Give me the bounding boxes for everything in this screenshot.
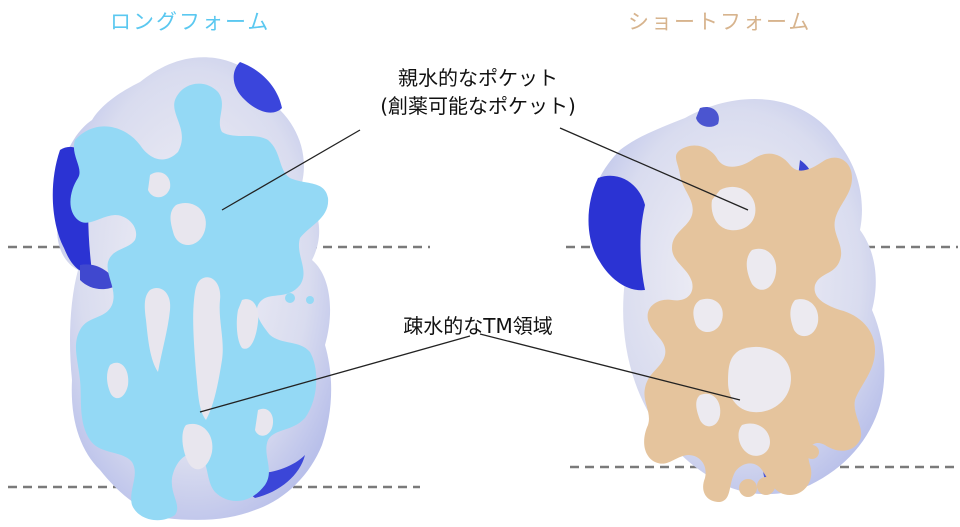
hydrophilic-pocket-line1: 親水的なポケット xyxy=(398,66,558,90)
annotation-pointers xyxy=(199,127,749,413)
pointer-line-tm-long xyxy=(199,335,471,413)
short-form-cavities xyxy=(693,186,819,456)
pointer-line-pocket-short xyxy=(559,127,749,211)
long-form-blue-top xyxy=(233,62,282,113)
pointer-line-pocket-long xyxy=(221,129,361,211)
short-form-protein xyxy=(588,98,885,502)
long-form-protein xyxy=(52,57,332,521)
long-form-title: ロングフォーム xyxy=(110,10,271,34)
hydrophilic-pocket-line2: (創薬可能なポケット) xyxy=(380,94,576,118)
long-form-dots xyxy=(204,126,314,304)
short-form-title: ショートフォーム xyxy=(628,10,812,34)
short-form-blue-left xyxy=(588,175,645,291)
hydrophobic-tm-label: 疎水的なTM領域 xyxy=(403,314,553,338)
pointer-line-tm-short xyxy=(479,333,741,401)
short-form-dots xyxy=(739,445,819,497)
long-form-blue-mid xyxy=(80,264,118,290)
long-form-cavities xyxy=(107,172,274,470)
short-form-blue-top xyxy=(696,106,719,127)
hydrophilic-pocket-label: 親水的なポケット (創薬可能なポケット) xyxy=(348,64,608,120)
